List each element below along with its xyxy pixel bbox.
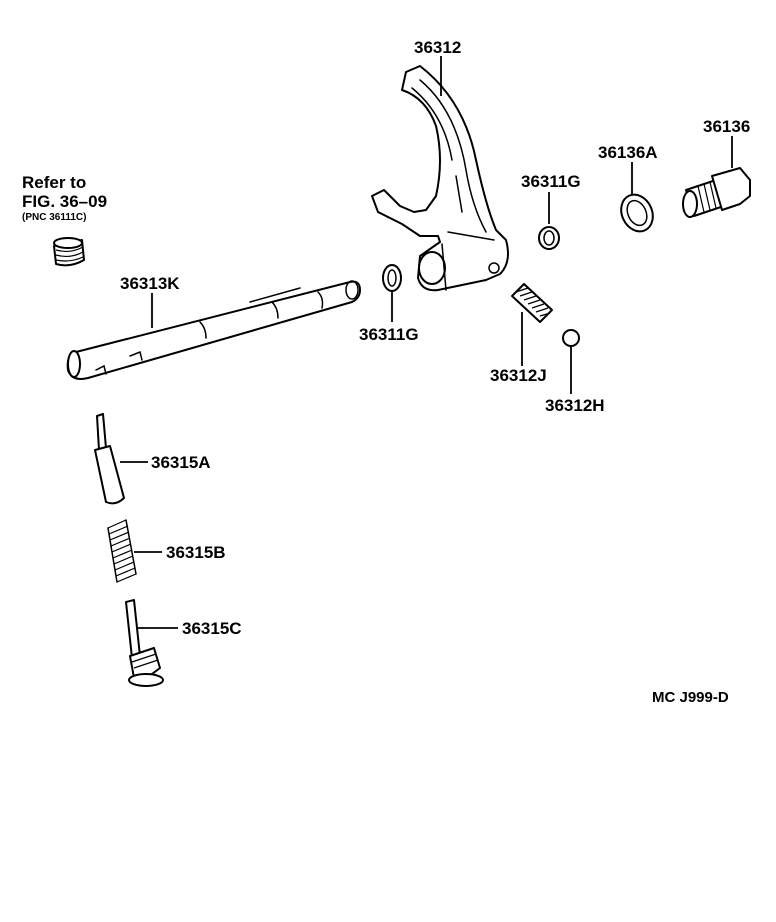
reference-note-line1: Refer to — [22, 173, 86, 192]
reference-note-line3: (PNC 36111C) — [22, 212, 86, 223]
shift-shaft-part — [66, 280, 361, 380]
label-snap-ring-lower: 36311G — [359, 325, 419, 344]
gasket-part — [620, 193, 654, 233]
spring-lower-part — [107, 519, 137, 583]
label-pin-upper: 36315A — [151, 453, 211, 472]
label-plug: 36136 — [703, 117, 750, 136]
shift-fork-part — [371, 65, 509, 292]
diagram-code: MC J999-D — [652, 689, 729, 706]
label-pin-lower: 36315C — [182, 619, 242, 638]
snap-ring-upper-part — [538, 226, 560, 250]
reference-note-line2: FIG. 36–09 — [22, 192, 107, 211]
label-shift-shaft: 36313K — [120, 274, 180, 293]
label-fork-spring: 36312J — [490, 366, 547, 385]
pin-lower-part — [125, 599, 164, 687]
reference-plug-part — [53, 237, 85, 267]
fork-spring-part — [511, 283, 553, 323]
label-gasket: 36136A — [598, 143, 658, 162]
label-snap-ring-upper: 36311G — [521, 172, 581, 191]
snap-ring-lower-part — [382, 264, 402, 292]
label-ball: 36312H — [545, 396, 605, 415]
label-spring-lower: 36315B — [166, 543, 226, 562]
ball-part — [562, 329, 580, 347]
leader-lines — [120, 56, 733, 629]
plug-part — [682, 167, 751, 218]
label-shift-fork: 36312 — [414, 38, 461, 57]
pin-upper-part — [94, 413, 125, 505]
